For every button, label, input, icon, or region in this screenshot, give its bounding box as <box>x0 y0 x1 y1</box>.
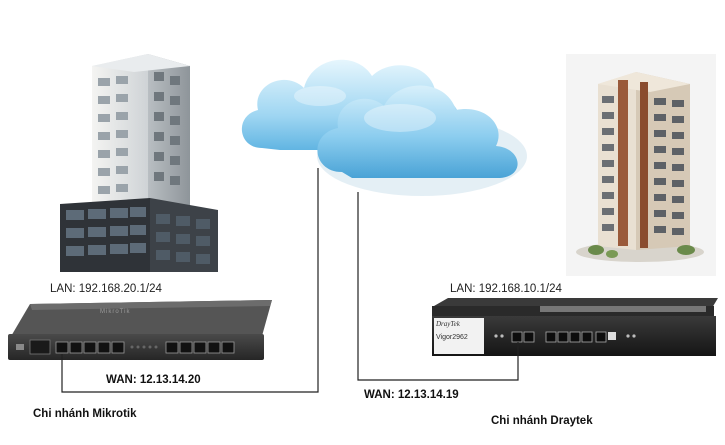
draytek-model-mark: Vigor2962 <box>436 334 468 341</box>
draytek-logo-mark: DrayTek <box>436 320 460 328</box>
left-wan-label: WAN: 12.13.14.20 <box>106 374 201 386</box>
right-building-icon <box>566 54 716 276</box>
right-lan-label: LAN: 192.168.10.1/24 <box>450 283 562 295</box>
left-building-icon <box>60 54 218 272</box>
right-branch-name: Chi nhánh Draytek <box>491 415 593 427</box>
draytek-ethernet-ports <box>511 331 607 343</box>
internet-cloud-icon <box>241 59 527 196</box>
right-wan-label: WAN: 12.13.14.19 <box>364 389 459 401</box>
draytek-wan-link <box>357 192 519 381</box>
mikrotik-logo-mark: MikroTik <box>100 309 131 315</box>
connection-lines <box>61 168 519 393</box>
left-branch-name: Chi nhánh Mikrotik <box>33 408 137 420</box>
left-lan-label: LAN: 192.168.20.1/24 <box>50 283 162 295</box>
mikrotik-ethernet-ports <box>55 341 235 354</box>
mikrotik-router-icon <box>8 300 272 360</box>
draytek-router-icon <box>432 298 718 356</box>
mikrotik-wan-link <box>61 168 319 393</box>
